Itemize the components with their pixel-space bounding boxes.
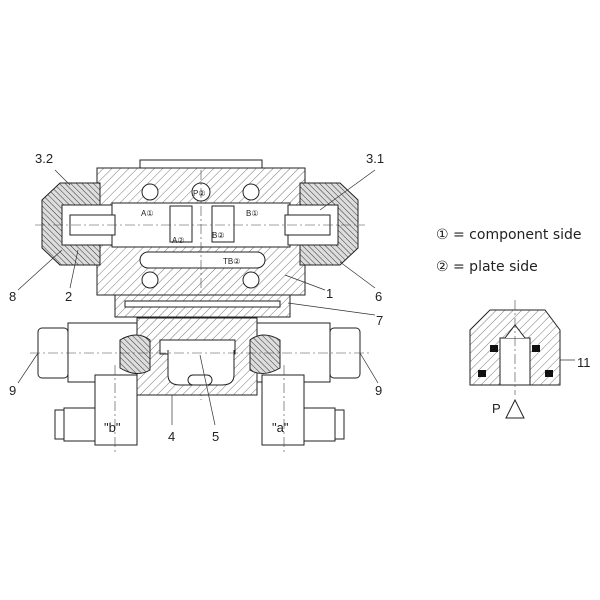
port-a2: A② (172, 236, 185, 245)
port-a1: A① (141, 209, 154, 218)
callout-3-2: 3.2 (35, 151, 53, 166)
callout-2: 2 (65, 289, 72, 304)
port-tb2: TB② (223, 257, 240, 266)
callout-5: 5 (212, 429, 219, 444)
pilot-body (30, 317, 370, 396)
callout-9-left: 9 (9, 383, 16, 398)
legend-component-side: ① = component side (436, 227, 582, 243)
detail-port-p: P (492, 401, 501, 416)
port-b1: B① (246, 209, 259, 218)
solenoid-connector-a: "a" (261, 365, 345, 455)
detail-view-check: 11 P (469, 300, 591, 419)
port-triangle-icon (505, 398, 525, 419)
callout-3-1: 3.1 (366, 151, 384, 166)
port-b2: B② (212, 231, 225, 240)
callout-9-right: 9 (375, 383, 382, 398)
callout-8: 8 (9, 289, 16, 304)
callout-1: 1 (326, 286, 333, 301)
callout-4: 4 (168, 429, 175, 444)
port-p2: P② (193, 189, 206, 198)
leader-lines (17, 169, 575, 426)
solenoid-connector-b: "b" (54, 365, 138, 455)
legend-plate-side: ② = plate side (436, 259, 538, 275)
callout-11: 11 (577, 355, 591, 370)
callout-6: 6 (375, 289, 382, 304)
solenoid-b-label: "b" (104, 420, 121, 435)
solenoid-a-label: "a" (272, 420, 289, 435)
callout-7: 7 (376, 313, 383, 328)
